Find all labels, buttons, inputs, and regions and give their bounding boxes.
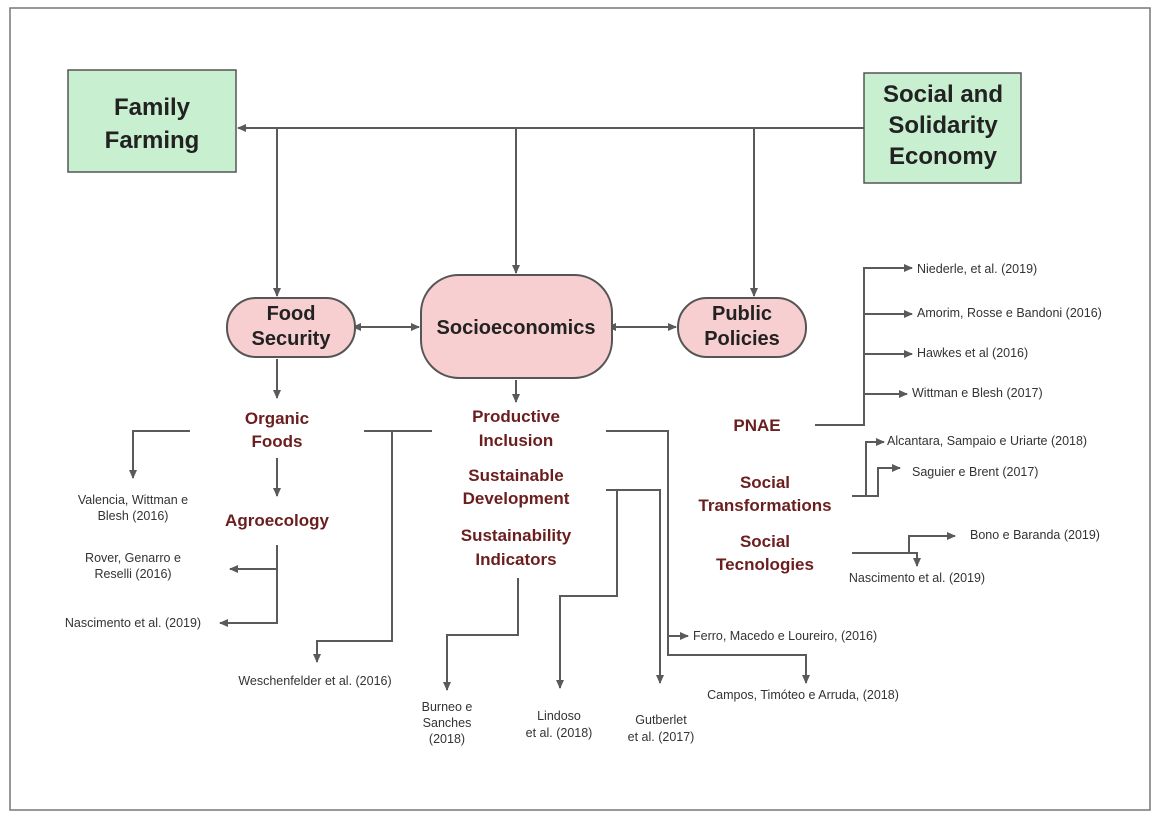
svg-text:Socioeconomics: Socioeconomics: [437, 317, 596, 339]
topic-social-transformations: Transformations: [698, 496, 831, 515]
svg-text:Food: Food: [267, 303, 316, 325]
references: Valencia, Wittman e Blesh (2016) Rover, …: [65, 262, 1102, 746]
ref-campos: Campos, Timóteo e Arruda, (2018): [707, 688, 899, 702]
ref-rover: Rover, Genarro e: [85, 551, 181, 565]
ref-amorim: Amorim, Rosse e Bandoni (2016): [917, 306, 1102, 320]
svg-text:Economy: Economy: [889, 143, 998, 170]
svg-text:Public: Public: [712, 303, 772, 325]
topic-productive-inclusion: Inclusion: [479, 431, 554, 450]
svg-text:Solidarity: Solidarity: [888, 112, 998, 139]
ref-burneo: Sanches: [423, 716, 472, 730]
topic-sustainable-development: Development: [463, 489, 570, 508]
ref-valencia: Blesh (2016): [98, 509, 169, 523]
topic-agroecology: Agroecology: [225, 511, 329, 530]
ref-weschenfelder: Weschenfelder et al. (2016): [238, 674, 391, 688]
ref-nascimento-right: Nascimento et al. (2019): [849, 571, 985, 585]
ref-burneo: (2018): [429, 732, 465, 746]
topic-social-tecnologies: Social: [740, 532, 790, 551]
topics: Organic Foods Agroecology Productive Inc…: [225, 407, 832, 574]
family-farming-box: Family Farming: [67, 69, 237, 173]
topic-sustainability-indicators: Sustainability: [461, 526, 572, 545]
ref-saguier: Saguier e Brent (2017): [912, 465, 1038, 479]
topic-sustainability-indicators: Indicators: [475, 550, 556, 569]
topic-organic-foods: Organic: [245, 409, 309, 428]
ref-gutberlet: Gutberlet: [635, 713, 687, 727]
topic-pnae: PNAE: [733, 416, 780, 435]
svg-text:Policies: Policies: [704, 328, 780, 350]
ref-alcantara: Alcantara, Sampaio e Uriarte (2018): [887, 434, 1087, 448]
topic-sustainable-development: Sustainable: [468, 466, 563, 485]
ref-rover: Reselli (2016): [94, 567, 171, 581]
ref-ferro: Ferro, Macedo e Loureiro, (2016): [693, 629, 877, 643]
ref-burneo: Burneo e: [422, 700, 473, 714]
ref-bono: Bono e Baranda (2019): [970, 528, 1100, 542]
topic-productive-inclusion: Productive: [472, 407, 560, 426]
ref-gutberlet: et al. (2017): [628, 730, 695, 744]
topic-social-tecnologies: Tecnologies: [716, 555, 814, 574]
ref-lindoso: Lindoso: [537, 709, 581, 723]
ref-niederle: Niederle, et al. (2019): [917, 262, 1037, 276]
ref-valencia: Valencia, Wittman e: [78, 493, 188, 507]
topic-organic-foods: Foods: [252, 432, 303, 451]
topic-social-transformations: Social: [740, 473, 790, 492]
ref-lindoso: et al. (2018): [526, 726, 593, 740]
public-policies-node: Public Policies: [677, 297, 807, 358]
ref-hawkes: Hawkes et al (2016): [917, 346, 1028, 360]
connectors: [129, 124, 956, 691]
svg-text:Security: Security: [252, 328, 332, 350]
food-security-node: Food Security: [226, 297, 356, 358]
socioeconomics-node: Socioeconomics: [420, 274, 613, 379]
svg-text:Family: Family: [114, 94, 191, 121]
ref-wittman: Wittman e Blesh (2017): [912, 386, 1043, 400]
ref-nascimento: Nascimento et al. (2019): [65, 616, 201, 630]
svg-text:Farming: Farming: [105, 127, 200, 154]
svg-text:Social and: Social and: [883, 81, 1003, 108]
social-solidarity-economy-box: Social and Solidarity Economy: [863, 72, 1022, 184]
frame: [9, 7, 1151, 811]
